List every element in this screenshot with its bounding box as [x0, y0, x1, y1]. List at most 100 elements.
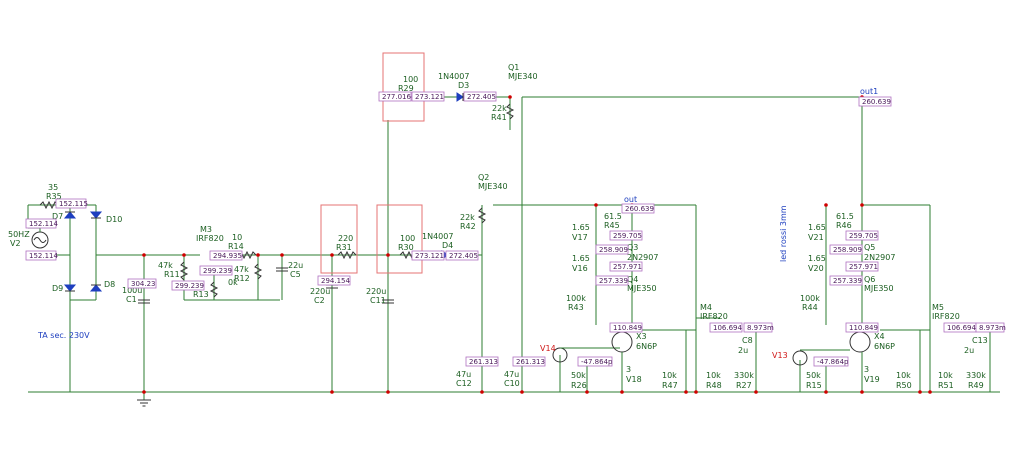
q4-ref: Q4 — [627, 275, 638, 284]
probe-r30: 273.121 — [411, 250, 445, 261]
channel-2-output — [792, 329, 991, 392]
r42-value: 22k — [460, 213, 475, 222]
x3-ref: X3 — [636, 332, 647, 341]
bridge-rectifier — [27, 200, 200, 392]
d3-value: 1N4007 — [438, 72, 469, 81]
probe-r29a: 277.016 — [378, 91, 411, 102]
v19-ref: V19 — [864, 375, 880, 384]
r15-ref: R15 — [806, 381, 822, 390]
svg-text:8.973m: 8.973m — [979, 324, 1006, 332]
v16-value: 1.65 — [572, 254, 590, 263]
r35-ref: R35 — [46, 192, 62, 201]
d9-ref: D9 — [52, 284, 63, 293]
r44-value: 100k — [800, 294, 820, 303]
probe-q3a: 259.705 — [609, 230, 643, 241]
c2-value: 220u — [310, 287, 330, 296]
svg-text:304.23: 304.23 — [131, 280, 156, 288]
r14-ref: R14 — [228, 242, 244, 251]
svg-text:294.154: 294.154 — [321, 277, 350, 285]
r29-ref: R29 — [398, 84, 414, 93]
v20-value: 1.65 — [808, 254, 826, 263]
svg-text:-47.864p: -47.864p — [581, 358, 613, 366]
v14-ref: V14 — [540, 344, 556, 353]
probe-tags: 152.115 152.114 152.114 304.23 294.935 2… — [25, 91, 1006, 367]
r41-value: 22k — [492, 104, 507, 113]
probe-x4: 110.849 — [845, 322, 879, 333]
probe-q5b: 258.909 — [829, 244, 863, 255]
r30-ref: R30 — [398, 243, 414, 252]
upper-regulator — [388, 92, 931, 392]
d8-ref: D8 — [104, 280, 115, 289]
probe-c1: 304.23 — [127, 278, 157, 289]
c13-ref: C13 — [972, 336, 988, 345]
q1-ref: Q1 — [508, 63, 519, 72]
c11-value: 220u — [366, 287, 386, 296]
probe-c13a: 106.694 — [943, 322, 976, 333]
probe-v2b: 152.114 — [25, 250, 58, 261]
r27-ref: R27 — [736, 381, 752, 390]
q5-ref: Q5 — [864, 243, 875, 252]
probe-q4: 257.339 — [595, 275, 629, 286]
probe-q6: 257.339 — [829, 275, 863, 286]
m4-ref: M4 — [700, 303, 712, 312]
component-labels: 35 R35 D7 D10 50HZ V2 D9 D8 100u C1 47k … — [8, 63, 988, 390]
svg-text:294.935: 294.935 — [213, 252, 242, 260]
q2-value: MJE340 — [478, 182, 508, 191]
c10-value: 47u — [504, 370, 519, 379]
r47-value: 10k — [662, 371, 677, 380]
c11-ref: C11 — [370, 296, 386, 305]
c8-value: 2u — [738, 346, 748, 355]
probe-r29b: 273.121 — [411, 91, 445, 102]
probe-v13: -47.864p — [813, 356, 849, 367]
r51-value: 10k — [938, 371, 953, 380]
v18-ref: V18 — [626, 375, 642, 384]
q4-value: MJE350 — [627, 284, 657, 293]
svg-text:272.405: 272.405 — [449, 252, 478, 260]
d10-ref: D10 — [106, 215, 122, 224]
d3-ref: D3 — [458, 81, 469, 90]
v2-ref: V2 — [10, 239, 21, 248]
svg-text:260.639: 260.639 — [625, 205, 654, 213]
d4-value: 1N4007 — [422, 232, 453, 241]
svg-text:299.239: 299.239 — [175, 282, 204, 290]
v17-ref: V17 — [572, 233, 588, 242]
r35-value: 35 — [48, 183, 58, 192]
v17-value: 1.65 — [572, 223, 590, 232]
c5-ref: C5 — [290, 270, 301, 279]
r13-value: 0k — [228, 278, 238, 287]
svg-text:257.971: 257.971 — [613, 263, 642, 271]
v21-ref: V21 — [808, 233, 824, 242]
led-note: led rossi 3mm — [779, 205, 788, 262]
r45-value: 61.5 — [604, 212, 622, 221]
svg-text:152.114: 152.114 — [29, 252, 58, 260]
v21-value: 1.65 — [808, 223, 826, 232]
r30-value: 100 — [400, 234, 415, 243]
svg-text:106.694: 106.694 — [713, 324, 742, 332]
r15-value: 50k — [806, 371, 821, 380]
c8-ref: C8 — [742, 336, 753, 345]
r31-ref: R31 — [336, 243, 352, 252]
probe-c8a: 106.694 — [709, 322, 742, 333]
probe-m3b: 299.239 — [199, 265, 233, 276]
c12-ref: C12 — [456, 379, 472, 388]
r26-ref: R26 — [571, 381, 587, 390]
probe-m3c: 299.239 — [171, 280, 205, 291]
c1-value: 100u — [122, 286, 142, 295]
r43-value: 100k — [566, 294, 586, 303]
q5-value: 2N2907 — [864, 253, 895, 262]
probe-c10: 261.313 — [512, 356, 546, 367]
diode-d7 — [63, 211, 77, 219]
r50-ref: R50 — [896, 381, 912, 390]
svg-text:258.909: 258.909 — [599, 246, 628, 254]
r45-ref: R45 — [604, 221, 620, 230]
svg-text:257.339: 257.339 — [599, 277, 628, 285]
q2-ref: Q2 — [478, 173, 489, 182]
r49-ref: R49 — [968, 381, 984, 390]
probe-x3: 110.849 — [609, 322, 643, 333]
resistor-r31 — [337, 250, 357, 260]
svg-text:272.405: 272.405 — [467, 93, 496, 101]
v20-ref: V20 — [808, 264, 824, 273]
junction-nodes — [142, 95, 932, 394]
c5-value: 22u — [288, 261, 303, 270]
probe-c13b: 8.973m — [975, 322, 1006, 333]
